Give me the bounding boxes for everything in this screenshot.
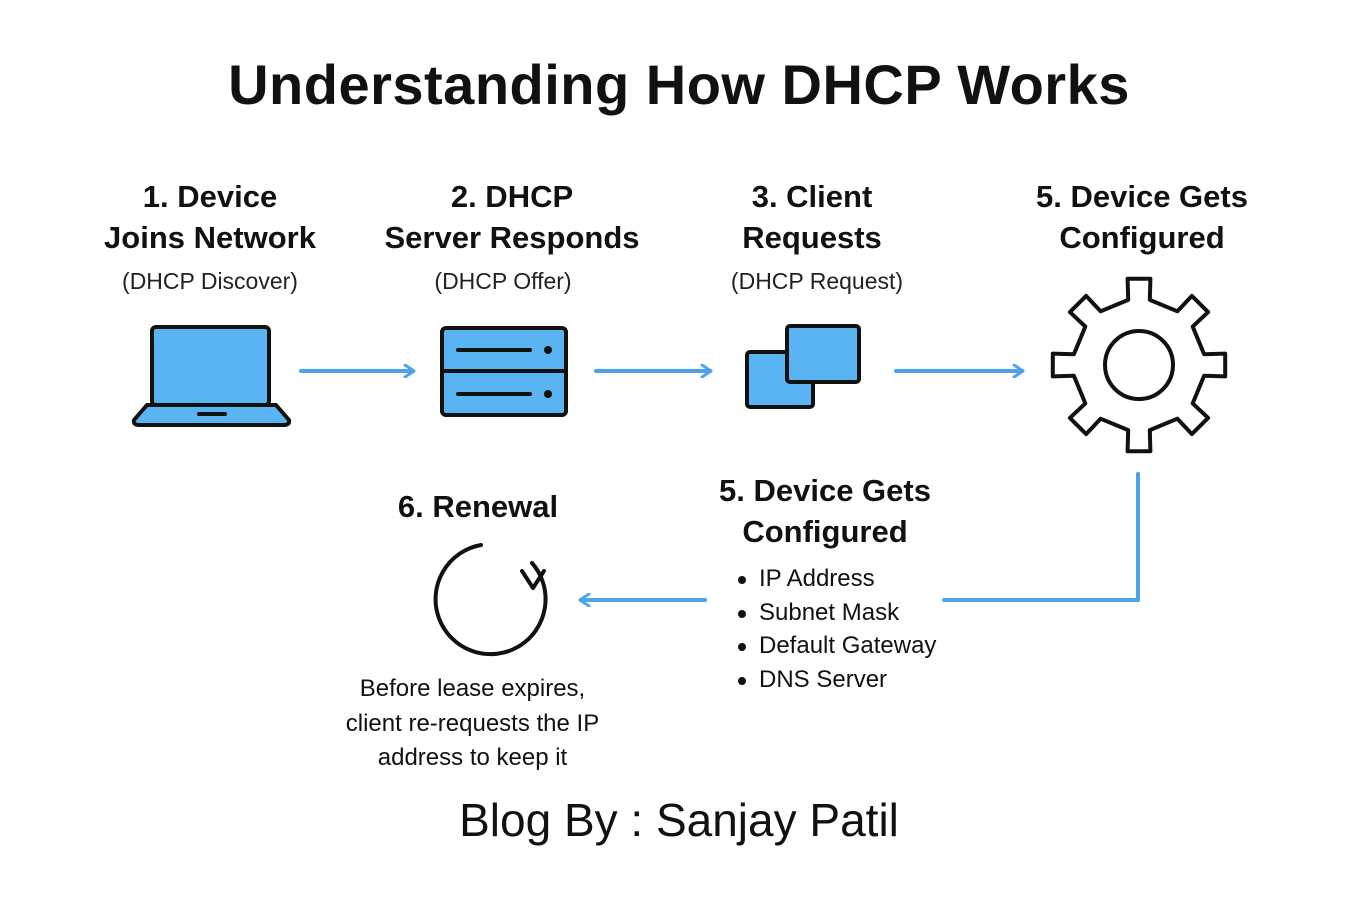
list-item: Subnet Mask: [735, 596, 936, 630]
step-1-heading: 1. Device Joins Network: [60, 176, 360, 258]
step-2-heading: 2. DHCP Server Responds: [362, 176, 662, 258]
list-item: DNS Server: [735, 663, 936, 697]
gear-icon: [1050, 276, 1228, 454]
configured-heading: 5. Device Gets Configured: [675, 470, 975, 552]
step-1-line2: Joins Network: [104, 220, 316, 255]
renewal-heading: 6. Renewal: [397, 489, 559, 524]
step-2-line2: Server Responds: [384, 220, 640, 255]
step-3-subtitle: (DHCP Request): [730, 268, 904, 294]
step-4-line2: Configured: [1059, 220, 1225, 255]
renewal-desc-line: client re-requests the IP: [345, 709, 600, 737]
step-3-line1: 3. Client: [751, 179, 873, 214]
configured-line1: 5. Device Gets: [719, 473, 931, 508]
step-3-line2: Requests: [742, 220, 882, 255]
footer-credit: Blog By : Sanjay Patil: [459, 794, 899, 846]
renewal-desc-line: Before lease expires,: [359, 675, 586, 702]
refresh-icon: [433, 543, 548, 657]
step-2-line1: 2. DHCP: [450, 179, 574, 214]
connector-down-left: [942, 472, 1140, 602]
configured-line2: Configured: [742, 514, 908, 549]
server-icon: [440, 326, 568, 417]
step-1-subtitle: (DHCP Discover): [122, 268, 298, 294]
page-title: Understanding How DHCP Works: [228, 53, 1130, 116]
renewal-desc-line: address to keep it: [377, 744, 568, 771]
step-2-subtitle: (DHCP Offer): [434, 268, 572, 294]
laptop-icon: [131, 325, 292, 427]
step-4-heading: 5. Device Gets Configured: [987, 176, 1297, 258]
configured-list: IP Address Subnet Mask Default Gateway D…: [735, 562, 936, 696]
windows-icon: [745, 324, 861, 409]
list-item: IP Address: [735, 562, 936, 596]
step-3-heading: 3. Client Requests: [662, 176, 962, 258]
list-item: Default Gateway: [735, 629, 936, 663]
renewal-description: Before lease expires, client re-requests…: [300, 672, 645, 776]
step-4-line1: 5. Device Gets: [1036, 179, 1248, 214]
step-1-line1: 1. Device: [142, 179, 278, 214]
